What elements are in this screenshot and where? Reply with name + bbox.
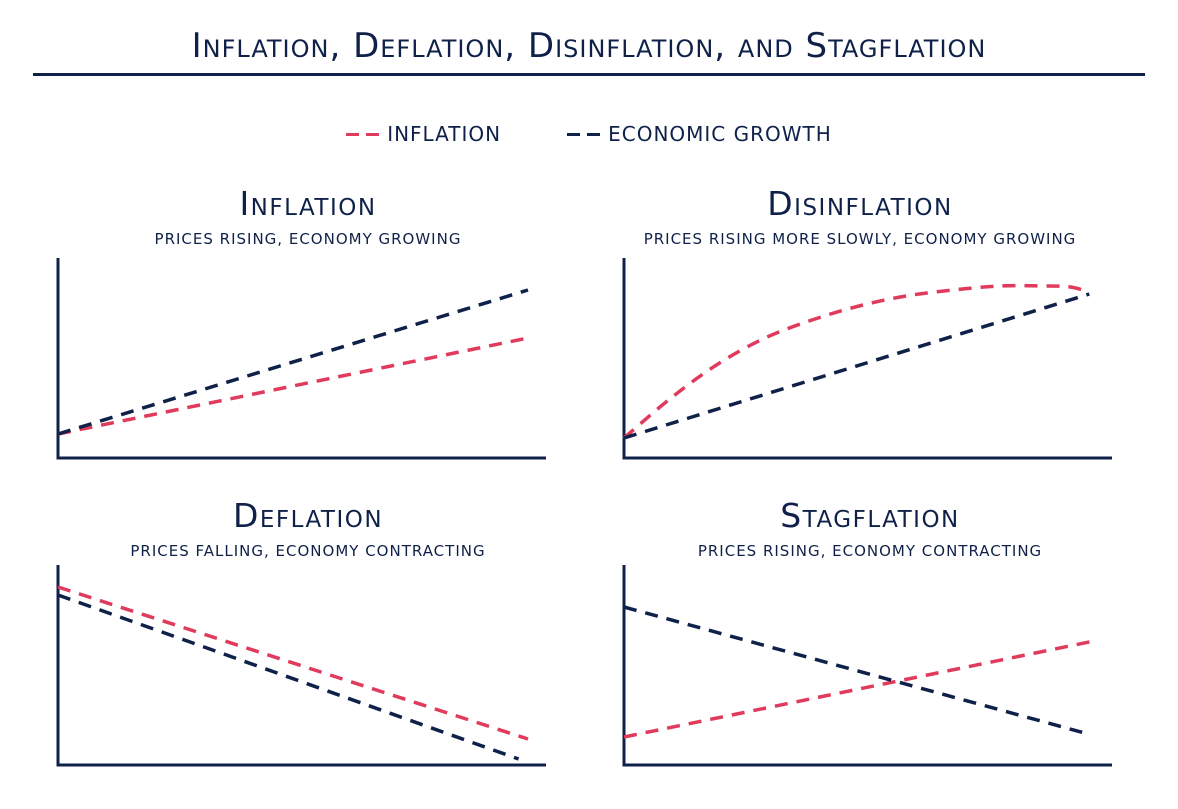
panel-subtitle-deflation: PRICES FALLING, ECONOMY CONTRACTING xyxy=(130,542,486,560)
legend-swatch-inflation xyxy=(346,132,380,136)
panel-title-inflation: Inflation xyxy=(239,184,377,223)
series-line-economic-growth xyxy=(623,605,1086,735)
panel-subtitle-stagflation: PRICES RISING, ECONOMY CONTRACTING xyxy=(697,542,1043,560)
series-line-economic-growth xyxy=(57,593,520,761)
panel-title-stagflation: Stagflation xyxy=(780,496,960,535)
panel-subtitle-disinflation: PRICES RISING MORE SLOWLY, ECONOMY GROWI… xyxy=(643,230,1077,248)
legend-swatch-economic-growth xyxy=(567,132,601,136)
series-line-inflation xyxy=(57,585,529,741)
series-line-inflation xyxy=(57,336,529,436)
chart-stagflation xyxy=(622,565,1112,767)
panel-subtitle-inflation: PRICES RISING, ECONOMY GROWING xyxy=(154,230,462,248)
legend-item-inflation: INFLATION xyxy=(346,122,501,146)
legend-item-economic-growth: ECONOMIC GROWTH xyxy=(567,122,832,146)
legend-label-inflation: INFLATION xyxy=(387,122,502,146)
chart-disinflation xyxy=(622,258,1112,460)
chart-deflation xyxy=(56,565,546,767)
series-line-inflation xyxy=(623,639,1095,739)
series-line-economic-growth xyxy=(57,288,529,436)
series-line-inflation xyxy=(622,283,1090,440)
panel-title-deflation: Deflation xyxy=(232,496,384,535)
legend: INFLATION ECONOMIC GROWTH xyxy=(0,122,1178,146)
chart-inflation xyxy=(56,258,546,460)
legend-label-economic-growth: ECONOMIC GROWTH xyxy=(608,122,832,146)
page-title: Inflation, Deflation, Disinflation, and … xyxy=(191,26,987,66)
panel-title-disinflation: Disinflation xyxy=(767,184,953,223)
title-divider xyxy=(33,73,1145,76)
series-line-economic-growth xyxy=(623,292,1090,440)
